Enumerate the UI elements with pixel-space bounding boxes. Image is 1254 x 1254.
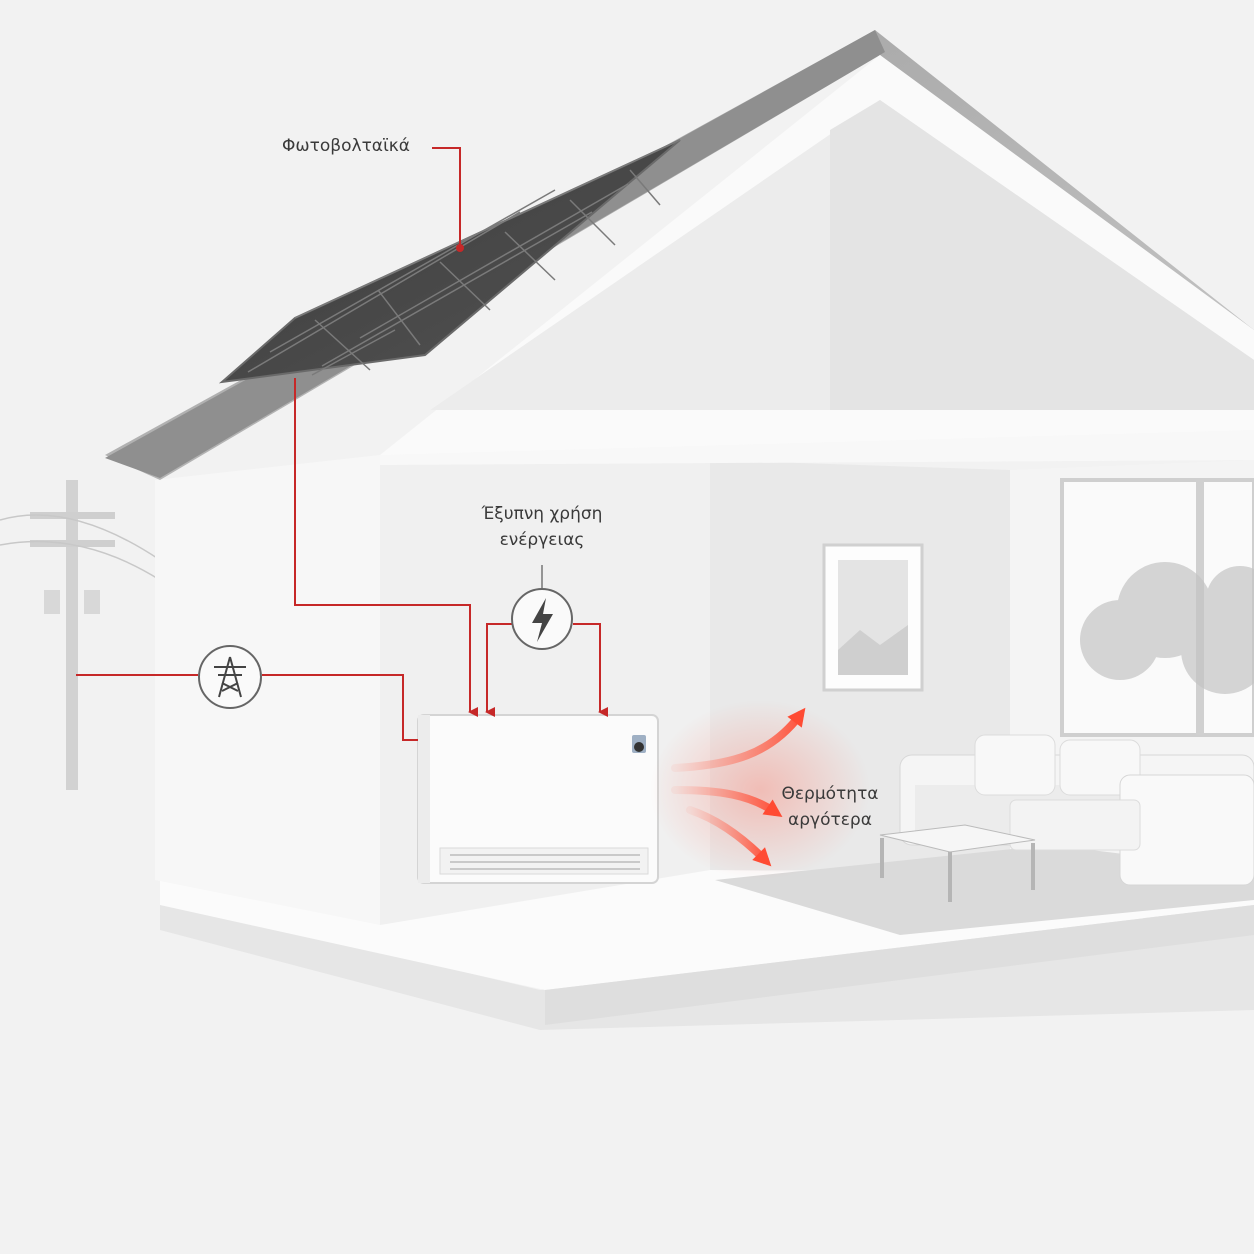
grid-to-heater-line (76, 674, 418, 741)
smart-energy-line1: Έξυπνη χρήση (481, 504, 603, 524)
smart-energy-label: Έξυπνη χρήση ενέργειας (452, 501, 632, 553)
storage-heater (417, 714, 659, 884)
heat-arrows (671, 707, 806, 867)
sofa (899, 734, 1254, 886)
roof (105, 30, 1254, 480)
wall-painting (822, 543, 924, 692)
rug (715, 845, 1254, 935)
lightning-bolt-icon (511, 588, 573, 650)
connection-lines (76, 147, 608, 741)
pv-leader-dot (456, 244, 464, 252)
pv-label-leader (432, 147, 461, 248)
coffee-table (879, 824, 1036, 902)
window (1060, 478, 1254, 737)
heat-later-label: Θερμότητα αργότερα (760, 781, 900, 833)
smart-energy-line2: ενέργειας (499, 530, 585, 550)
pv-to-heater-line (294, 378, 478, 717)
utility-pole (0, 480, 161, 790)
heat-glow (650, 700, 870, 880)
smart-left-branch (485, 623, 512, 717)
left-wall (155, 455, 380, 925)
heat-later-line2: αργότερα (788, 810, 872, 830)
smart-right-branch (573, 623, 608, 717)
solar-panels (218, 139, 681, 384)
photovoltaics-label: Φωτοβολταϊκά (282, 136, 410, 156)
power-pylon-icon (198, 645, 262, 709)
heat-later-line1: Θερμότητα (781, 784, 879, 804)
